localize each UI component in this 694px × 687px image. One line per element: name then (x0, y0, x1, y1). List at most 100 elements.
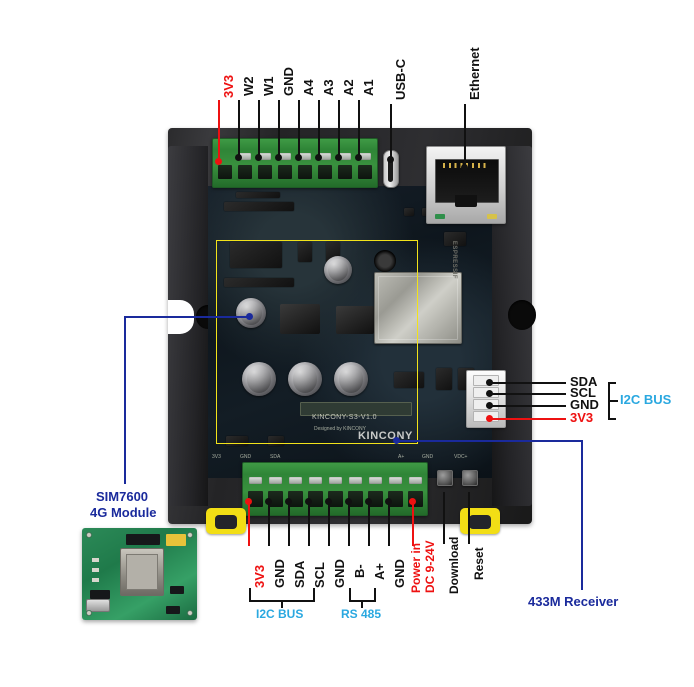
leader-usb-c (390, 104, 392, 160)
label-reset: Reset (472, 547, 486, 580)
leader-download (443, 492, 445, 544)
label-usb-c: USB-C (393, 58, 408, 100)
label-bottom-scl: SCL (312, 562, 327, 588)
label-bottom-a-plus: A+ (372, 563, 387, 580)
pin-dot-top-a1 (355, 154, 362, 161)
pin-dot-bottom-gnd3 (385, 498, 392, 505)
bracket-bottom-rs485-stem (361, 600, 363, 608)
bottom-terminal-block[interactable] (242, 462, 428, 516)
label-download: Download (447, 536, 461, 594)
pin-dot-433m (393, 437, 400, 444)
label-top-3v3: 3V3 (221, 74, 236, 98)
label-right-gnd: GND (570, 397, 599, 412)
pin-dot-sim7600 (246, 313, 253, 320)
label-bottom-gnd1: GND (272, 559, 287, 588)
top-terminal-block[interactable] (212, 138, 378, 188)
leader-top-a1 (358, 100, 360, 158)
ethernet-rj45-jack[interactable] (426, 146, 506, 224)
pin-dot-top-a2 (335, 154, 342, 161)
leader-bottom-sda (288, 502, 290, 546)
label-bottom-gnd3: GND (392, 559, 407, 588)
leader-bottom-power (412, 502, 414, 546)
label-bottom-b-minus: B- (352, 564, 367, 578)
leader-right-scl (490, 393, 566, 395)
leader-bottom-b-minus (348, 502, 350, 546)
micro-usb-port (86, 599, 110, 612)
pin-dot-right-scl (486, 390, 493, 397)
bracket-bottom-i2c-stem (281, 600, 283, 608)
leader-top-3v3 (218, 100, 220, 162)
label-top-a2: A2 (341, 79, 356, 96)
leader-sim7600-vertical (124, 316, 126, 484)
pin-dot-bottom-gnd1 (265, 498, 272, 505)
leader-433m-vertical (581, 440, 583, 590)
leader-top-gnd (278, 100, 280, 158)
leader-433m-horizontal (396, 440, 582, 442)
label-top-a4: A4 (301, 79, 316, 96)
leader-top-a4 (298, 100, 300, 158)
label-bottom-power-line1: Power in (409, 542, 423, 593)
label-bottom-power-line2: DC 9-24V (423, 540, 437, 593)
pin-dot-top-w1 (255, 154, 262, 161)
leader-top-w1 (258, 100, 260, 158)
label-sim7600-line1: SIM7600 (96, 489, 149, 504)
bracket-right-i2c-bottom (608, 418, 616, 420)
pin-dot-right-gnd (486, 402, 493, 409)
label-bottom-3v3: 3V3 (252, 564, 267, 588)
pin-dot-bottom-scl (305, 498, 312, 505)
pin-dot-ethernet (461, 164, 468, 171)
leader-bottom-gnd1 (268, 502, 270, 546)
label-right-3v3: 3V3 (570, 410, 594, 425)
label-bottom-gnd2: GND (332, 559, 347, 588)
pin-dot-top-gnd (275, 154, 282, 161)
pin-dot-usb-c (387, 156, 394, 163)
label-right-scl: SCL (570, 385, 596, 400)
label-bottom-sda: SDA (292, 560, 307, 588)
label-top-gnd: GND (281, 67, 296, 96)
leader-top-w2 (238, 100, 240, 158)
pcb-silkscreen-model: KINCONY-S3-V1.0 (312, 414, 377, 421)
leader-top-a3 (318, 100, 320, 158)
pin-dot-top-a3 (315, 154, 322, 161)
pin-dot-top-3v3 (215, 158, 222, 165)
din-clip-left (206, 508, 246, 534)
leader-bottom-a-plus (368, 502, 370, 546)
espressif-logo: ESPRESSIF (451, 240, 457, 279)
label-433m-receiver: 433M Receiver (528, 594, 619, 609)
reset-button[interactable] (462, 470, 478, 486)
leader-bottom-scl (308, 502, 310, 546)
bracket-right-i2c-stem (608, 400, 618, 402)
label-ethernet: Ethernet (467, 47, 482, 100)
leader-sim7600-horizontal (124, 316, 250, 318)
pin-dot-bottom-b-minus (345, 498, 352, 505)
label-right-i2c-bus: I2C BUS (620, 392, 672, 407)
pin-dot-top-a4 (295, 154, 302, 161)
bracket-bottom-i2c-left (249, 588, 251, 602)
label-bottom-i2c-bus: I2C BUS (256, 607, 304, 621)
pin-dot-right-3v3 (486, 415, 493, 422)
label-top-w2: W2 (241, 76, 256, 97)
pin-dot-right-sda (486, 379, 493, 386)
leader-right-gnd (490, 405, 566, 407)
bracket-bottom-rs485-left (349, 588, 351, 602)
pin-dot-bottom-power (409, 498, 416, 505)
label-top-w1: W1 (261, 76, 276, 97)
pin-dot-bottom-gnd2 (325, 498, 332, 505)
pin-dot-bottom-sda (285, 498, 292, 505)
bracket-right-i2c-top (608, 382, 616, 384)
bracket-bottom-rs485-right (374, 588, 376, 602)
din-clip-right (460, 508, 500, 534)
sim7600-4g-module (82, 528, 197, 620)
leader-bottom-gnd3 (388, 502, 390, 546)
label-sim7600-line2: 4G Module (90, 505, 157, 520)
pin-dot-top-w2 (235, 154, 242, 161)
bracket-bottom-i2c-right (313, 588, 315, 602)
download-button[interactable] (437, 470, 453, 486)
leader-right-sda (490, 382, 566, 384)
leader-bottom-gnd2 (328, 502, 330, 546)
pcb-silkscreen-designer: Designed by KINCONY (314, 426, 366, 432)
mount-hole-right (508, 300, 536, 330)
esp32-module: ESPRESSIF (374, 241, 462, 344)
label-top-a3: A3 (321, 79, 336, 96)
